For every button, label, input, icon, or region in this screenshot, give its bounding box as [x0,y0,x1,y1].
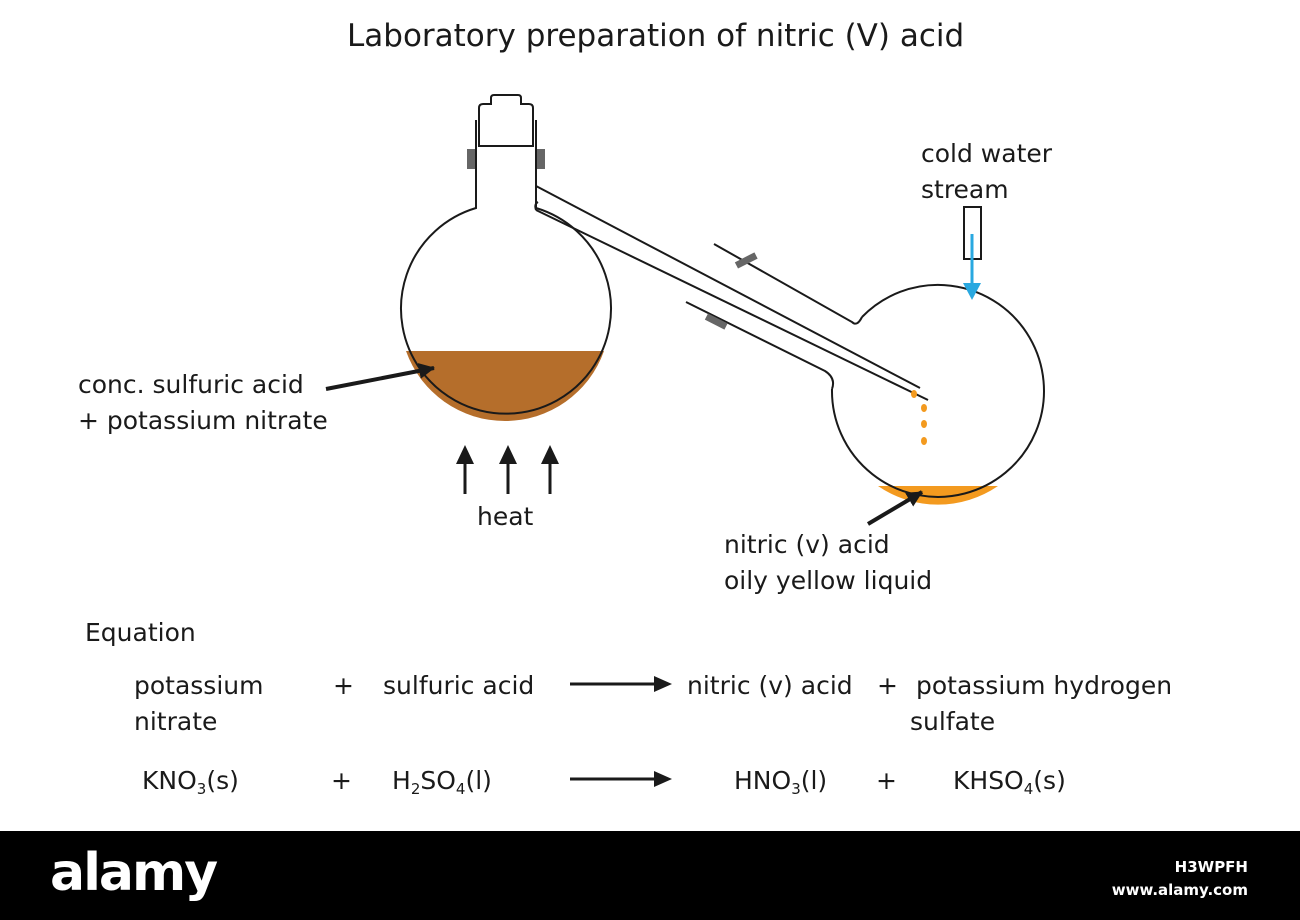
word-plus-1: + [333,671,354,700]
word-plus-2: + [877,671,898,700]
image-id: H3WPFH [1174,858,1248,876]
word-product-1: nitric (v) acid [687,671,853,700]
word-product-2: potassium hydrogen [916,671,1173,700]
product-arrow [866,490,924,526]
word-reactant-1-line2: nitrate [134,707,218,736]
word-reactant-2: sulfuric acid [383,671,535,700]
product-label-line2: oily yellow liquid [724,566,933,595]
formula-plus-1: + [331,766,352,795]
formula-khso4: KHSO4(s) [953,766,1066,798]
receiving-flask [830,283,1045,498]
condenser-clamp-bottom [704,313,728,330]
flask-stopper [478,94,534,147]
site-link[interactable]: www.alamy.com [1111,881,1248,899]
watermark-footer: alamy H3WPFH www.alamy.com [0,831,1300,920]
condenser-jacket [713,243,863,325]
heat-label: heat [477,502,534,531]
word-product-2-line2: sulfate [910,707,996,736]
reactants-label-line2: + potassium nitrate [78,406,328,435]
neck-clamp-right [537,149,545,169]
brand-logo[interactable]: alamy [50,843,218,903]
round-bottom-flask [400,120,612,415]
side-arm-tube [535,185,921,389]
formula-hno3: HNO3(l) [734,766,828,798]
formula-kno3: KNO3(s) [142,766,239,798]
reactants-arrow [325,363,435,391]
acid-drips [911,390,927,445]
product-label: nitric (v) acid [724,530,890,559]
apparatus-diagram [325,94,1045,787]
cold-water-label: cold water [921,139,1053,168]
reaction-mixture [406,351,604,422]
cold-water-label-line2: stream [921,175,1009,204]
neck-clamp-left [467,149,475,169]
diagram-title: Laboratory preparation of nitric (V) aci… [347,18,965,54]
equation-heading: Equation [85,618,196,647]
formula-plus-2: + [876,766,897,795]
formula-h2so4: H2SO4(l) [392,766,492,798]
condenser-clamp-top [734,252,758,269]
heat-arrows [456,445,559,494]
reactants-label: conc. sulfuric acid [78,370,304,399]
word-reactant-1: potassium [134,671,264,700]
